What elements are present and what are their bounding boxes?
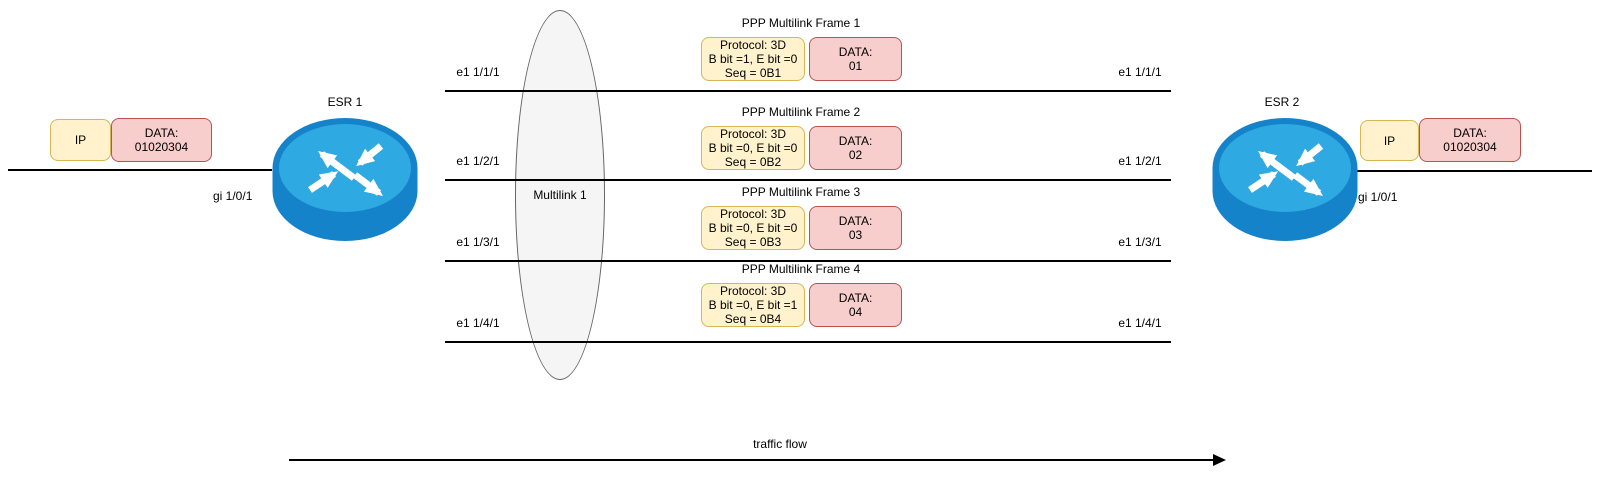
frame-protocol-box: Protocol: 3D B bit =1, E bit =0 Seq = 0B… (701, 37, 805, 81)
right-ip-box: IP (1360, 120, 1419, 161)
router-icon-esr1 (272, 118, 418, 241)
frame-data-label: DATA: (838, 214, 873, 228)
link-line-2 (445, 179, 1171, 181)
router-icon-esr2 (1212, 118, 1358, 241)
left-interface-label: gi 1/0/1 (213, 189, 253, 203)
link-1-left-port-label: e1 1/1/1 (456, 65, 500, 79)
frame-title: PPP Multilink Frame 3 (741, 185, 861, 199)
frame-bits-line: B bit =1, E bit =0 (708, 52, 798, 66)
left-ip-box: IP (50, 119, 111, 161)
link-line-3 (445, 260, 1171, 262)
frame-seq-line: Seq = 0B4 (724, 312, 782, 326)
esr2-label: ESR 2 (1264, 95, 1300, 109)
traffic-flow-arrowhead-icon (1213, 454, 1226, 466)
frame-data-label: DATA: (838, 134, 873, 148)
frame-data-value: 04 (848, 305, 863, 319)
frame-data-label: DATA: (838, 291, 873, 305)
frame-data-value: 01 (848, 59, 863, 73)
traffic-flow-arrow (289, 459, 1215, 461)
frame-protocol-box: Protocol: 3D B bit =0, E bit =1 Seq = 0B… (701, 283, 805, 327)
frame-title: PPP Multilink Frame 4 (741, 262, 861, 276)
left-wire (8, 169, 272, 171)
right-wire (1352, 170, 1592, 172)
link-4-right-port-label: e1 1/4/1 (1118, 316, 1162, 330)
left-ip-label: IP (74, 133, 87, 147)
frame-bits-line: B bit =0, E bit =1 (708, 298, 798, 312)
frame-data-box: DATA: 01 (809, 37, 902, 81)
right-ip-label: IP (1383, 133, 1396, 148)
traffic-flow-label: traffic flow (753, 437, 807, 451)
frame-bits-line: B bit =0, E bit =0 (708, 221, 798, 235)
left-data-label: DATA: (144, 126, 179, 140)
link-line-4 (445, 341, 1171, 343)
frame-protocol-line: Protocol: 3D (719, 38, 787, 52)
right-data-value: 01020304 (1443, 140, 1497, 154)
link-1-right-port-label: e1 1/1/1 (1118, 65, 1162, 79)
link-2-left-port-label: e1 1/2/1 (456, 154, 500, 168)
right-data-label: DATA: (1453, 126, 1487, 140)
router-arrows-icon (308, 143, 384, 196)
frame-protocol-line: Protocol: 3D (719, 207, 787, 221)
link-3-left-port-label: e1 1/3/1 (456, 235, 500, 249)
frame-protocol-line: Protocol: 3D (719, 284, 787, 298)
link-2-right-port-label: e1 1/2/1 (1118, 154, 1162, 168)
left-data-value: 01020304 (134, 140, 189, 154)
frame-data-box: DATA: 02 (809, 126, 902, 170)
frame-data-box: DATA: 03 (809, 206, 902, 250)
right-data-box: DATA: 01020304 (1419, 118, 1521, 162)
frame-group-3: PPP Multilink Frame 3 Protocol: 3D B bit… (660, 185, 942, 251)
frame-seq-line: Seq = 0B2 (724, 155, 782, 169)
frame-title: PPP Multilink Frame 1 (741, 16, 861, 30)
multilink-ellipse (515, 10, 605, 380)
router-arrows-icon (1248, 143, 1324, 196)
frame-protocol-line: Protocol: 3D (719, 127, 787, 141)
frame-protocol-box: Protocol: 3D B bit =0, E bit =0 Seq = 0B… (701, 206, 805, 250)
frame-protocol-box: Protocol: 3D B bit =0, E bit =0 Seq = 0B… (701, 126, 805, 170)
frame-bits-line: B bit =0, E bit =0 (708, 141, 798, 155)
frame-seq-line: Seq = 0B3 (724, 235, 782, 249)
frame-data-label: DATA: (838, 45, 873, 59)
frame-data-box: DATA: 04 (809, 283, 902, 327)
left-data-box: DATA: 01020304 (111, 118, 212, 162)
frame-seq-line: Seq = 0B1 (724, 66, 782, 80)
frame-title: PPP Multilink Frame 2 (741, 105, 861, 119)
frame-data-value: 03 (848, 228, 863, 242)
link-4-left-port-label: e1 1/4/1 (456, 316, 500, 330)
right-interface-label: gi 1/0/1 (1358, 190, 1398, 204)
frame-data-value: 02 (848, 148, 863, 162)
link-line-1 (445, 90, 1171, 92)
link-3-right-port-label: e1 1/3/1 (1118, 235, 1162, 249)
multilink-label: Multilink 1 (533, 188, 587, 202)
esr1-label: ESR 1 (327, 95, 363, 109)
frame-group-4: PPP Multilink Frame 4 Protocol: 3D B bit… (660, 262, 942, 328)
frame-group-1: PPP Multilink Frame 1 Protocol: 3D B bit… (660, 16, 942, 82)
frame-group-2: PPP Multilink Frame 2 Protocol: 3D B bit… (660, 105, 942, 171)
